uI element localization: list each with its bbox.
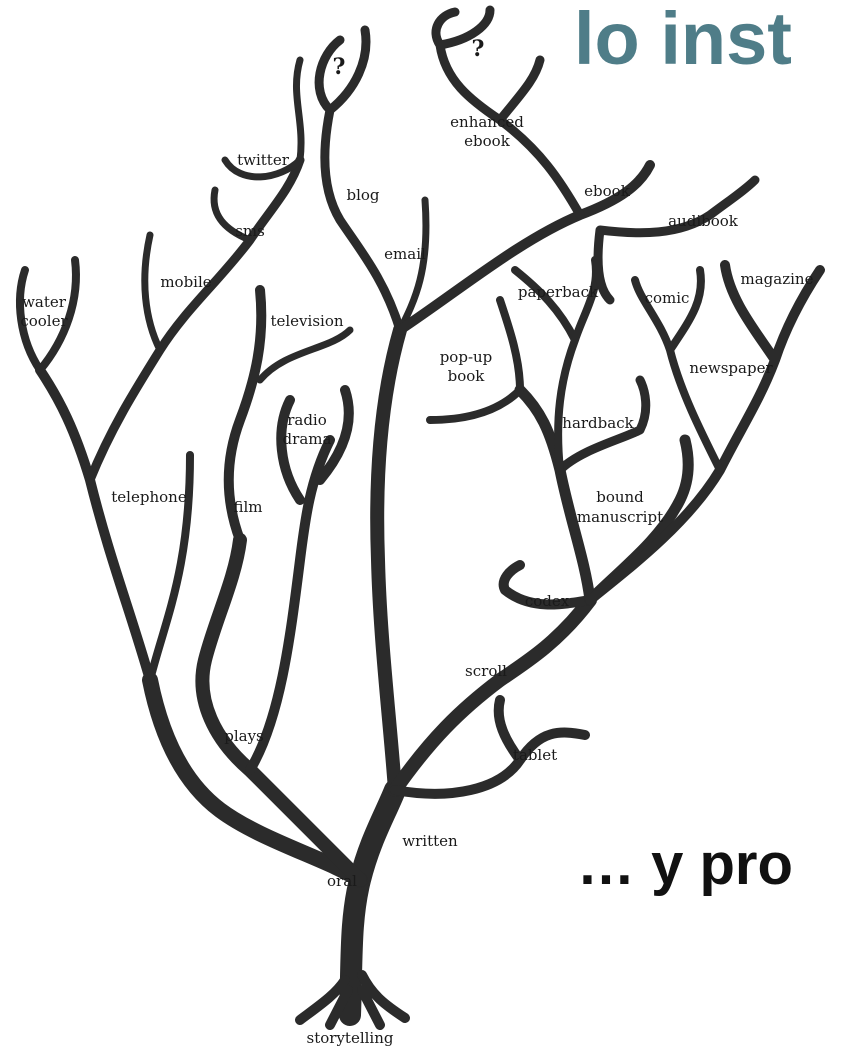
label-hardback: hardback [562, 414, 634, 432]
slide-title-fragment: lo inst [574, 2, 792, 76]
label-ebook: ebook [584, 182, 631, 200]
label-mobile: mobile [160, 273, 211, 291]
label-scroll: scroll [465, 662, 507, 680]
label-written: written [402, 832, 458, 850]
label-unknown-left: ? [333, 54, 346, 80]
label-popup-line1: pop-up [440, 348, 493, 366]
label-sms: sms [235, 222, 265, 240]
label-twitter: twitter [237, 151, 290, 169]
label-plays: plays [224, 727, 264, 745]
label-comic: comic [645, 289, 690, 307]
label-codex: codex [525, 592, 570, 610]
label-radio-drama-line2: drama [283, 430, 332, 448]
label-telephone: telephone [111, 488, 187, 506]
label-email: email [384, 245, 426, 263]
label-storytelling: storytelling [307, 1029, 394, 1047]
label-radio-drama-line1: radio [287, 411, 327, 429]
label-oral: oral [327, 872, 357, 890]
label-audiobook: audibook [668, 212, 739, 230]
label-newspaper: newspaper [689, 359, 773, 377]
label-water-cooler-line2: cooler [20, 312, 68, 330]
label-bound-manuscript-line2: manuscript [577, 508, 663, 526]
slide-subtitle-fragment: … y pro [577, 836, 793, 894]
label-unknown-right: ? [472, 36, 485, 62]
label-paperback: paperback [518, 283, 599, 301]
label-film: film [233, 498, 262, 516]
label-television: television [270, 312, 343, 330]
label-tablet: tablet [513, 746, 557, 764]
label-popup-line2: book [448, 367, 486, 385]
label-bound-manuscript-line1: bound [596, 488, 644, 506]
label-magazine: magazine [741, 270, 814, 288]
label-enhanced-ebook-line1: enhanced [450, 113, 524, 131]
label-water-cooler-line1: water [22, 293, 67, 311]
label-blog: blog [346, 186, 379, 204]
label-enhanced-ebook-line2: ebook [464, 132, 511, 150]
